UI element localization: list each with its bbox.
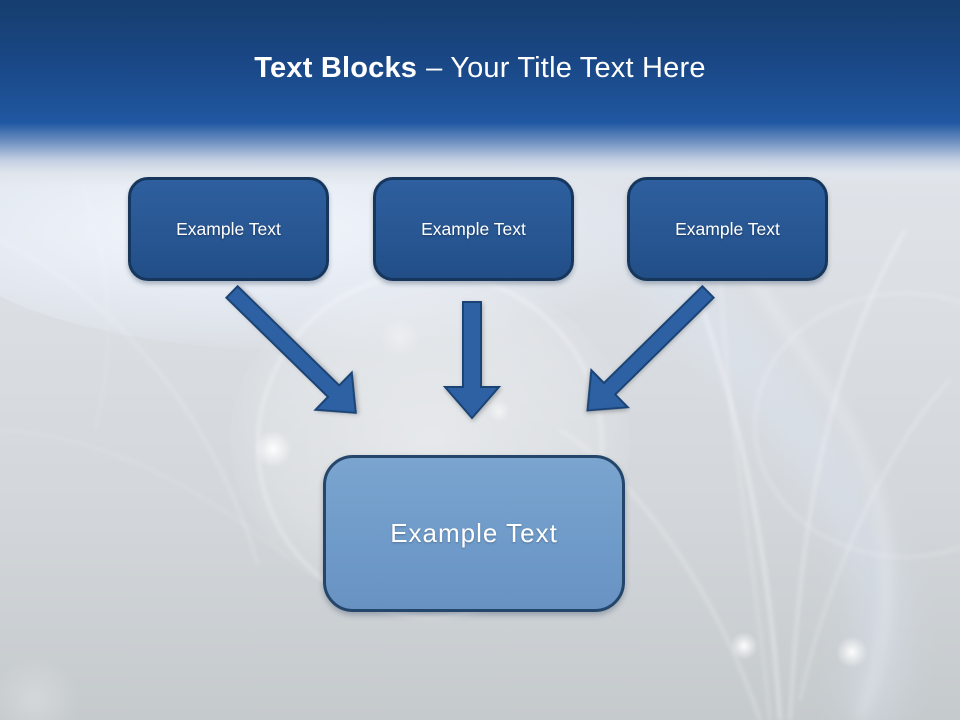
text-block-3[interactable]: Example Text: [627, 177, 828, 281]
arrow-down-right-icon[interactable]: [214, 273, 374, 431]
text-block-2-label: Example Text: [421, 218, 526, 239]
arrow-down-left-icon[interactable]: [569, 273, 726, 429]
text-block-2[interactable]: Example Text: [373, 177, 574, 281]
summary-block[interactable]: Example Text: [323, 455, 625, 612]
slide-title-bold: Text Blocks: [254, 52, 418, 84]
text-block-1[interactable]: Example Text: [128, 177, 329, 281]
text-block-1-label: Example Text: [176, 218, 281, 239]
arrow-down-icon[interactable]: [442, 301, 502, 420]
summary-block-label: Example Text: [390, 518, 558, 548]
slide-title-regular: – Your Title Text Here: [426, 52, 706, 84]
text-block-3-label: Example Text: [675, 218, 780, 239]
slide-title: Text Blocks– Your Title Text Here: [0, 52, 960, 85]
